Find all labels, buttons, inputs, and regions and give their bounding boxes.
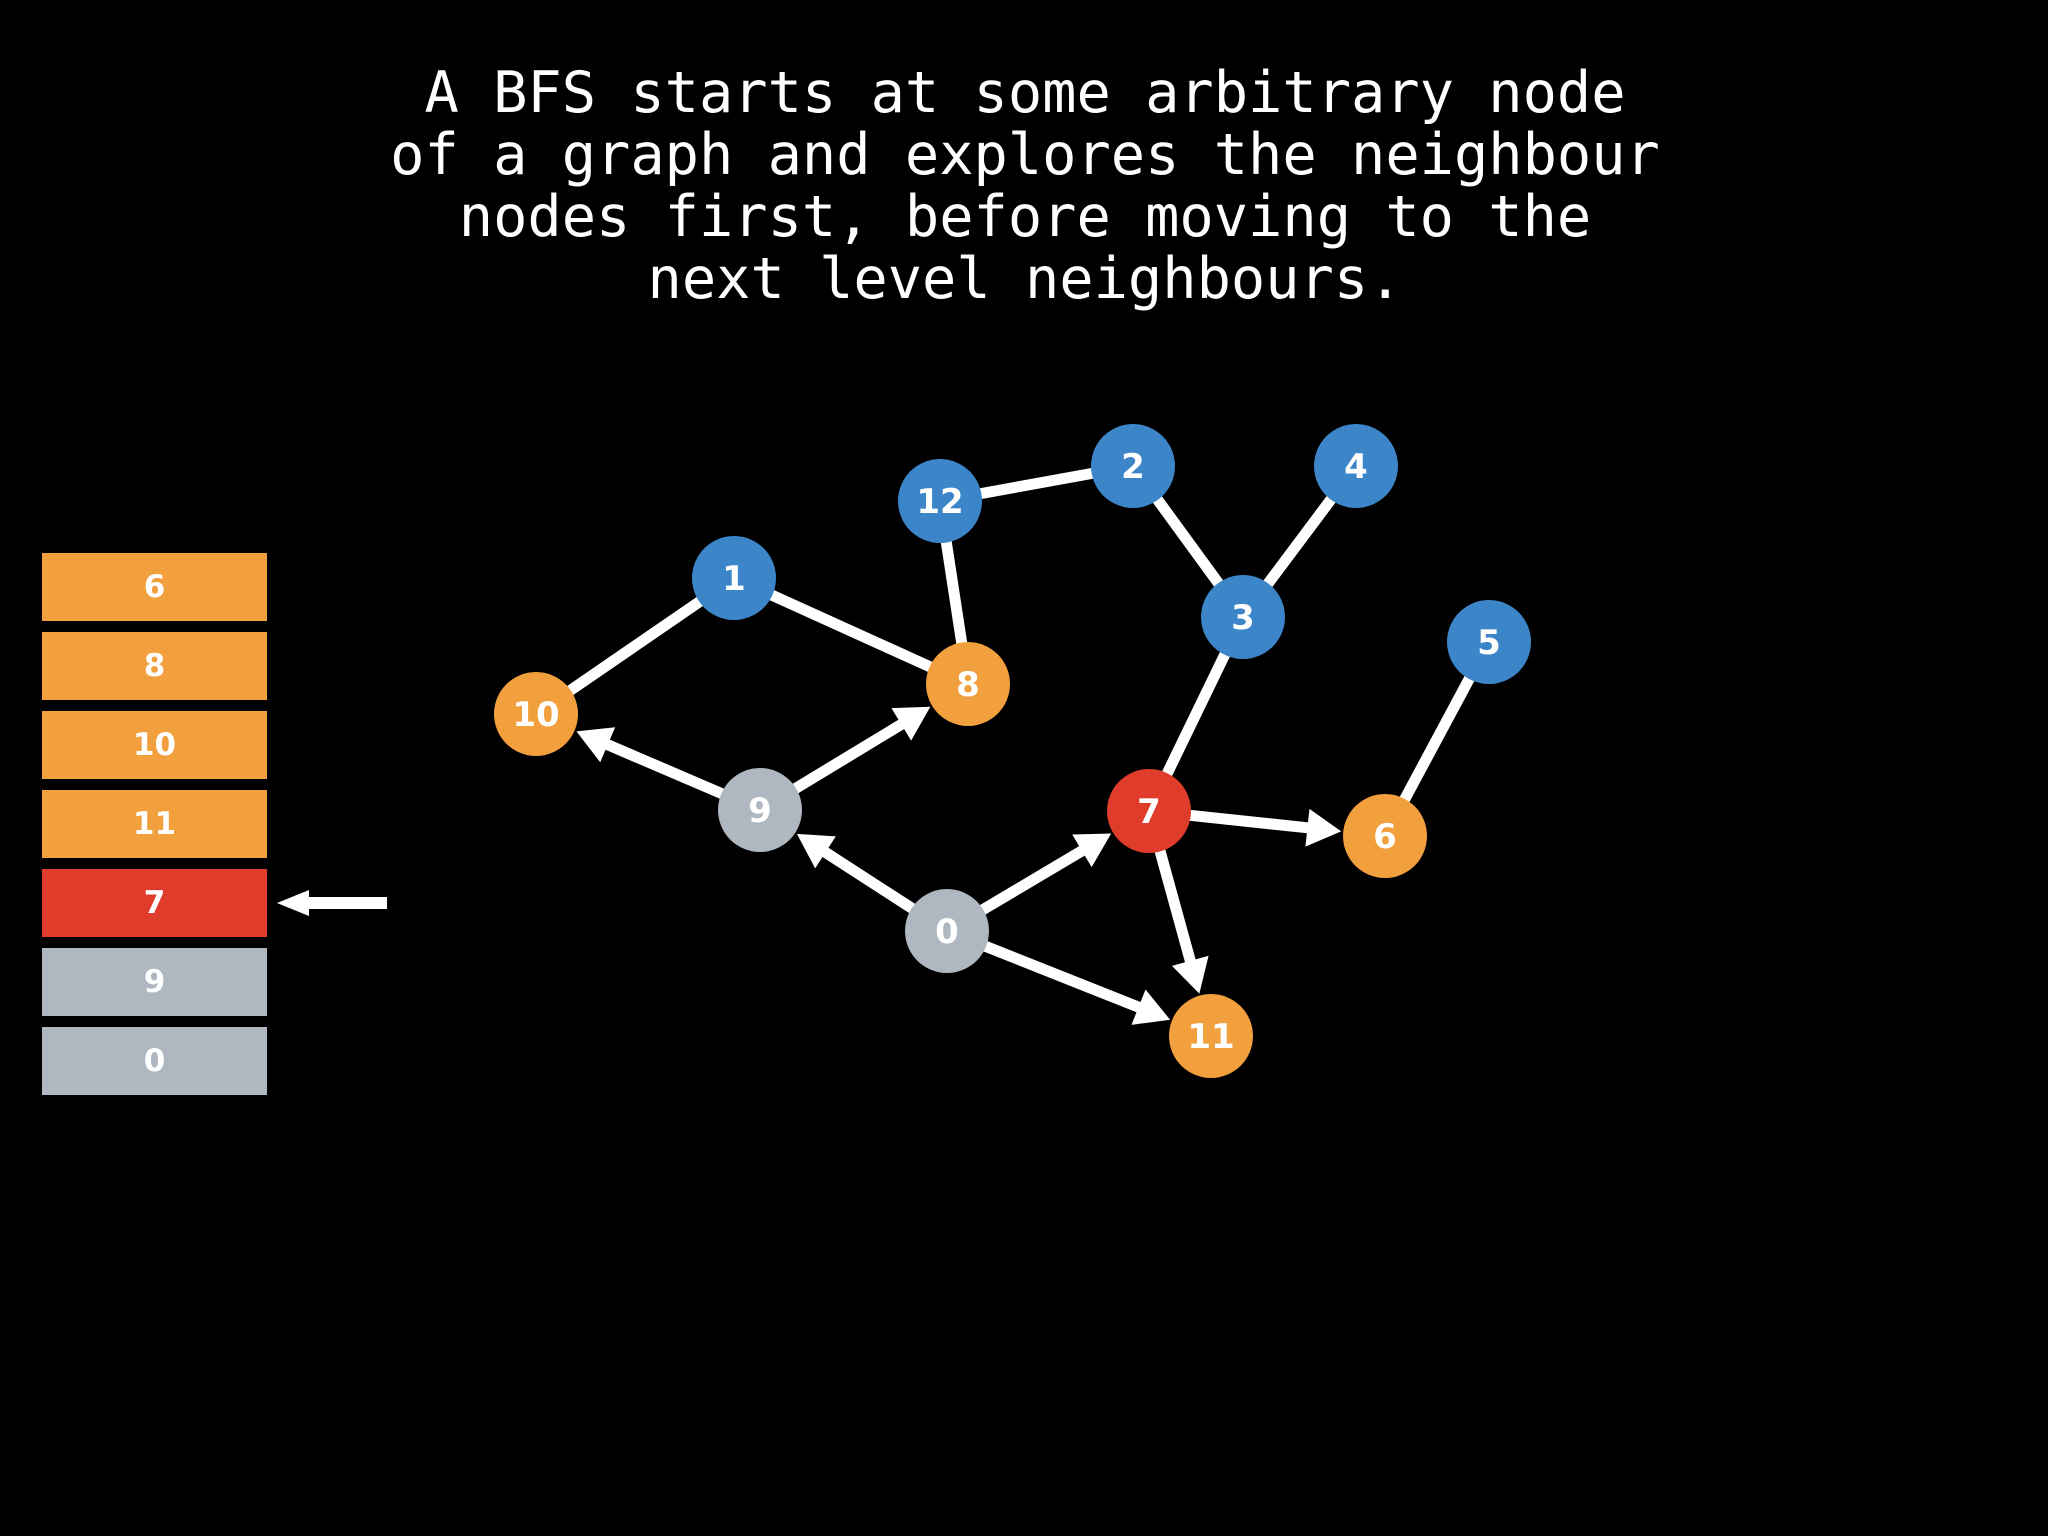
graph-edge-arrowhead-icon	[1072, 833, 1112, 868]
graph-node-1[interactable]: 1	[692, 536, 776, 620]
graph-node-circle	[1343, 794, 1427, 878]
graph-node-circle	[718, 768, 802, 852]
graph-edge-arrowhead-icon	[1131, 989, 1171, 1025]
graph-edge-2-3	[1152, 495, 1224, 588]
graph-node-circle	[1091, 424, 1175, 508]
graph-node-7[interactable]: 7	[1107, 769, 1191, 853]
graph-edge-0-7	[978, 843, 1090, 916]
graph-node-circle	[926, 642, 1010, 726]
graph-node-circle	[692, 536, 776, 620]
graph-node-3[interactable]: 3	[1201, 575, 1285, 659]
graph-edge-arrowhead-icon	[891, 706, 931, 741]
graph-edge-arrowhead-icon	[796, 833, 836, 869]
queue-cell-11[interactable]: 11	[42, 790, 267, 858]
graph-edge-0-11	[982, 940, 1146, 1015]
graph-edge-7-6	[1188, 809, 1314, 834]
graph-edge-layer	[565, 467, 1475, 1025]
graph-edge-5-6	[1399, 674, 1475, 804]
queue-cell-7[interactable]: 7	[42, 869, 267, 937]
queue-cell-6[interactable]: 6	[42, 553, 267, 621]
graph-edge-7-11	[1154, 848, 1197, 968]
graph-edge-4-3	[1262, 494, 1337, 589]
graph-node-2[interactable]: 2	[1091, 424, 1175, 508]
graph-edge-9-8	[791, 717, 909, 794]
graph-node-circle	[494, 672, 578, 756]
graph-node-6[interactable]: 6	[1343, 794, 1427, 878]
graph-edge-12-8	[940, 539, 968, 646]
queue-cell-10[interactable]: 10	[42, 711, 267, 779]
graph-edge-arrowhead-icon	[1305, 808, 1342, 847]
graph-node-10[interactable]: 10	[494, 672, 578, 756]
queue-cell-label: 9	[143, 964, 166, 1000]
graph-node-circle	[1201, 575, 1285, 659]
page-title: A BFS starts at some arbitrary node of a…	[390, 60, 1660, 312]
bfs-queue: 6 8 10 11 7 9 0	[42, 553, 267, 1095]
queue-cell-label: 7	[143, 885, 166, 921]
graph-edge-arrowhead-icon	[1171, 955, 1209, 994]
graph-node-circle	[1107, 769, 1191, 853]
graph-node-circle	[1169, 994, 1253, 1078]
graph-node-circle	[905, 889, 989, 973]
graph-node-9[interactable]: 9	[718, 768, 802, 852]
graph-node-12[interactable]: 12	[898, 459, 982, 543]
queue-cell-9[interactable]: 9	[42, 948, 267, 1016]
graph-node-circle	[1314, 424, 1398, 508]
queue-cell-label: 0	[143, 1043, 166, 1079]
graph-node-11[interactable]: 11	[1169, 994, 1253, 1078]
graph-edge-0-9	[818, 844, 917, 914]
graph-node-8[interactable]: 8	[926, 642, 1010, 726]
graph-node-0[interactable]: 0	[905, 889, 989, 973]
graph-edge-12-2	[978, 467, 1095, 500]
queue-pointer-arrow-icon	[277, 890, 387, 916]
graph-edge-arrowhead-icon	[576, 727, 616, 763]
graph-node-circle	[898, 459, 982, 543]
queue-cell-0[interactable]: 0	[42, 1027, 267, 1095]
graph-node-4[interactable]: 4	[1314, 424, 1398, 508]
graph-edge-9-10	[600, 737, 726, 800]
queue-cell-8[interactable]: 8	[42, 632, 267, 700]
queue-cell-label: 11	[132, 806, 177, 842]
queue-cell-label: 10	[132, 727, 177, 763]
graph-node-layer: 12 2 4 1 3 5 8 10 9 7 6 0 11	[494, 424, 1531, 1078]
graph-edge-1-8	[768, 589, 934, 673]
graph-node-circle	[1447, 600, 1531, 684]
graph-edge-1-10	[565, 596, 705, 696]
graph-node-5[interactable]: 5	[1447, 600, 1531, 684]
queue-cell-label: 6	[143, 569, 166, 605]
queue-cell-label: 8	[143, 648, 166, 684]
graph-edge-3-7	[1161, 650, 1231, 778]
